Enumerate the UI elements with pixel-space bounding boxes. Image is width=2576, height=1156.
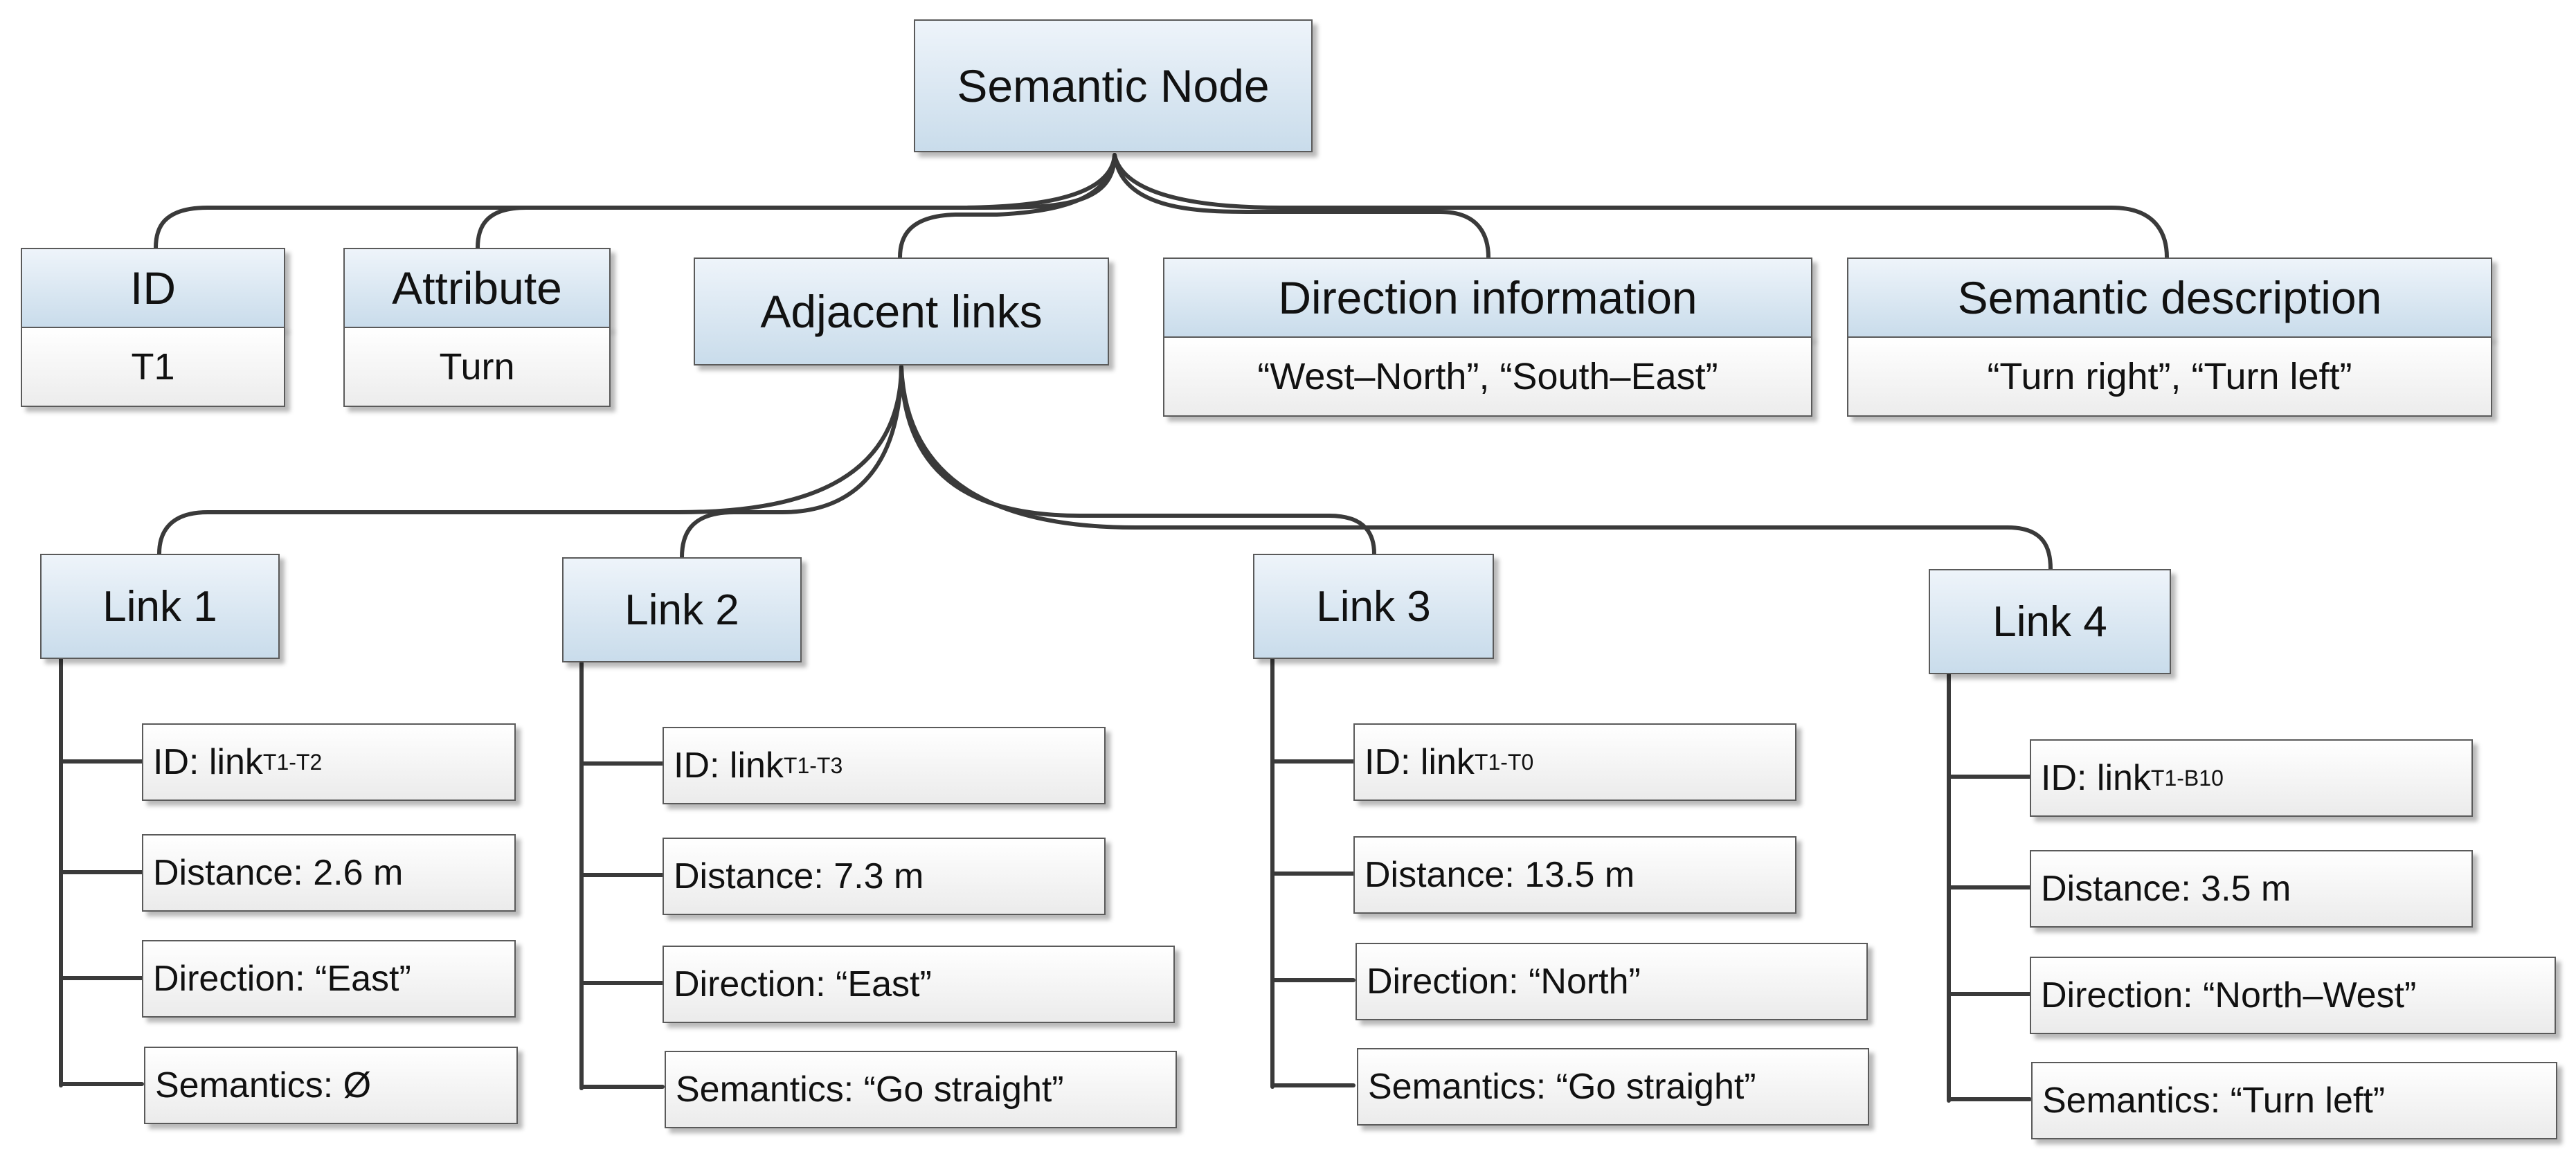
- link4-semantics: Semantics: “Turn left”: [2031, 1062, 2557, 1139]
- connector-adjacent-link1: [157, 365, 903, 556]
- link1-direction: Direction: “East”: [142, 940, 516, 1018]
- link2-header: Link 2: [562, 557, 802, 662]
- semantic-node-root: Semantic Node: [914, 19, 1313, 152]
- link2-semantics: Semantics: “Go straight”: [665, 1051, 1177, 1128]
- link1-id-prefix: ID: link: [153, 742, 263, 782]
- attribute-card-value: Turn: [343, 327, 611, 407]
- link3-id-prefix: ID: link: [1364, 742, 1475, 782]
- link1-header: Link 1: [40, 554, 280, 659]
- connector-adjacent-link2: [680, 365, 903, 559]
- connector-adjacent-link3: [899, 365, 1376, 556]
- link2-distance: Distance: 7.3 m: [663, 838, 1106, 915]
- link3-semantics: Semantics: “Go straight”: [1357, 1048, 1869, 1126]
- direction-information-title: Direction information: [1163, 258, 1812, 338]
- link1-semantics: Semantics: Ø: [144, 1047, 518, 1124]
- link1-id-subscript: T1-T2: [262, 749, 323, 775]
- id-card-value: T1: [21, 327, 285, 407]
- link4-distance: Distance: 3.5 m: [2030, 850, 2473, 928]
- semantic-description-title: Semantic description: [1847, 258, 2492, 338]
- link3-direction: Direction: “North”: [1355, 943, 1868, 1020]
- id-card-title: ID: [21, 248, 285, 328]
- link3-distance: Distance: 13.5 m: [1353, 836, 1796, 914]
- link4-id-prefix: ID: link: [2041, 758, 2151, 798]
- link4-header: Link 4: [1929, 569, 2171, 674]
- connector-root-semantic: [1113, 153, 2169, 260]
- semantic-description-value: “Turn right”, “Turn left”: [1847, 336, 2492, 417]
- adjacent-links-node: Adjacent links: [694, 258, 1109, 365]
- connector-root-attribute: [476, 153, 1117, 250]
- direction-information-value: “West–North”, “South–East”: [1163, 336, 1812, 417]
- link4-id-subscript: T1-B10: [2150, 765, 2224, 791]
- connector-root-adjacent: [898, 153, 1117, 260]
- connector-root-direction: [1113, 153, 1490, 260]
- link2-id-subscript: T1-T3: [783, 752, 843, 778]
- connector-root-id: [154, 153, 1117, 250]
- link3-header: Link 3: [1253, 554, 1494, 659]
- link2-direction: Direction: “East”: [663, 946, 1175, 1023]
- link1-distance: Distance: 2.6 m: [142, 834, 516, 912]
- link2-id-prefix: ID: link: [674, 746, 784, 786]
- connector-adjacent-link4: [899, 365, 2053, 571]
- link3-id-subscript: T1-T0: [1474, 749, 1534, 775]
- attribute-card-title: Attribute: [343, 248, 611, 328]
- link4-direction: Direction: “North–West”: [2030, 957, 2556, 1034]
